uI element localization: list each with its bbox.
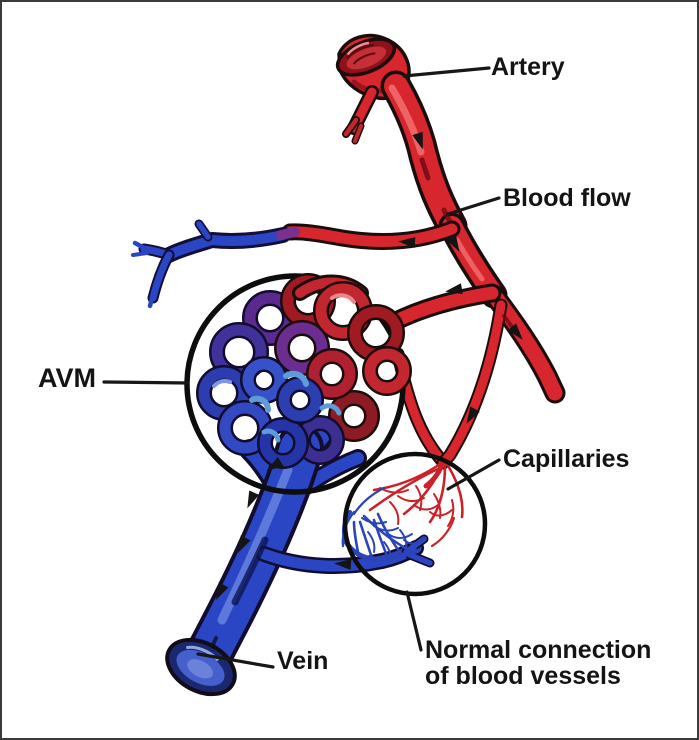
blood-flow-leader-line	[446, 196, 501, 216]
normal-connection-label: Normal connection of blood vessels	[425, 636, 652, 690]
vein-opening	[165, 637, 237, 697]
capillary-network	[341, 458, 464, 562]
capillaries-label: Capillaries	[503, 445, 630, 473]
artery-leader-line	[402, 66, 491, 78]
artery-opening	[335, 37, 397, 77]
vein-label: Vein	[277, 647, 329, 675]
avm-tangle	[196, 273, 412, 469]
vein-vessel	[165, 418, 435, 697]
capillaries-circle-outline	[342, 451, 488, 597]
avm-leader-line	[102, 380, 190, 385]
transition-vessel	[131, 219, 461, 309]
blood-flow-label: Blood flow	[503, 184, 631, 212]
vein-leader-line	[196, 652, 275, 669]
artery-label: Artery	[491, 53, 565, 81]
avm-label: AVM	[38, 363, 96, 393]
capillaries-leader-line	[446, 458, 501, 491]
blood-flow-arrows	[215, 131, 523, 601]
leader-lines	[102, 66, 501, 669]
normal-connection-leader-line	[405, 590, 423, 652]
artery-vessel	[335, 33, 566, 470]
